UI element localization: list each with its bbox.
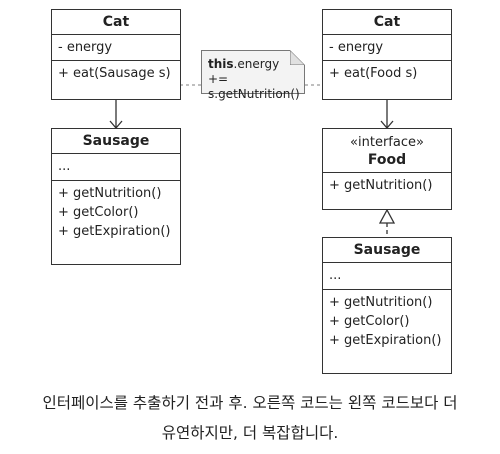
field: - energy bbox=[329, 40, 384, 55]
left-cat-class: Cat - energy + eat(Sausage s) bbox=[51, 9, 181, 100]
methods-section: + eat(Sausage s) bbox=[52, 61, 180, 86]
note-keyword: this bbox=[208, 57, 234, 71]
method: + getColor() bbox=[329, 314, 410, 329]
caption-line-2: 유연하지만, 더 복잡합니다. bbox=[161, 424, 339, 442]
method: + getColor() bbox=[58, 205, 139, 220]
note-line-2: s.getNutrition() bbox=[208, 87, 300, 101]
class-name: Cat bbox=[52, 10, 180, 35]
method: + eat(Sausage s) bbox=[58, 66, 171, 81]
interface-header: «interface» Food bbox=[323, 129, 451, 173]
fields-section: - energy bbox=[323, 35, 451, 61]
methods-section: + getNutrition() + getColor() + getExpir… bbox=[52, 181, 180, 244]
class-name: Sausage bbox=[52, 129, 180, 154]
left-sausage-class: Sausage ... + getNutrition() + getColor(… bbox=[51, 128, 181, 265]
right-sausage-class: Sausage ... + getNutrition() + getColor(… bbox=[322, 237, 452, 374]
method: + getExpiration() bbox=[58, 224, 171, 239]
realization-arrowhead bbox=[378, 208, 396, 224]
note-text: .energy += bbox=[208, 57, 280, 86]
method: + eat(Food s) bbox=[329, 66, 418, 81]
method: + getExpiration() bbox=[329, 333, 442, 348]
field: ... bbox=[329, 268, 342, 283]
note: this.energy += s.getNutrition() bbox=[201, 50, 305, 101]
fields-section: ... bbox=[323, 263, 451, 290]
right-cat-class: Cat - energy + eat(Food s) bbox=[322, 9, 452, 100]
methods-section: + getNutrition() bbox=[323, 173, 451, 198]
note-fold-icon bbox=[290, 50, 305, 65]
class-name: Cat bbox=[323, 10, 451, 35]
methods-section: + eat(Food s) bbox=[323, 61, 451, 86]
field: - energy bbox=[58, 40, 113, 55]
fields-section: - energy bbox=[52, 35, 180, 61]
note-line-1: this.energy += bbox=[208, 57, 279, 86]
caption: 인터페이스를 추출하기 전과 후. 오른쪽 코드는 왼쪽 코드보다 더 유연하지… bbox=[0, 388, 500, 448]
fields-section: ... bbox=[52, 154, 180, 181]
method: + getNutrition() bbox=[329, 295, 433, 310]
interface-name: Food bbox=[367, 152, 407, 168]
class-name: Sausage bbox=[323, 238, 451, 263]
method: + getNutrition() bbox=[58, 186, 162, 201]
methods-section: + getNutrition() + getColor() + getExpir… bbox=[323, 290, 451, 353]
method: + getNutrition() bbox=[329, 178, 433, 193]
caption-line-1: 인터페이스를 추출하기 전과 후. 오른쪽 코드는 왼쪽 코드보다 더 bbox=[42, 394, 458, 412]
stereotype: «interface» bbox=[350, 135, 424, 150]
food-interface: «interface» Food + getNutrition() bbox=[322, 128, 452, 210]
field: ... bbox=[58, 159, 71, 174]
